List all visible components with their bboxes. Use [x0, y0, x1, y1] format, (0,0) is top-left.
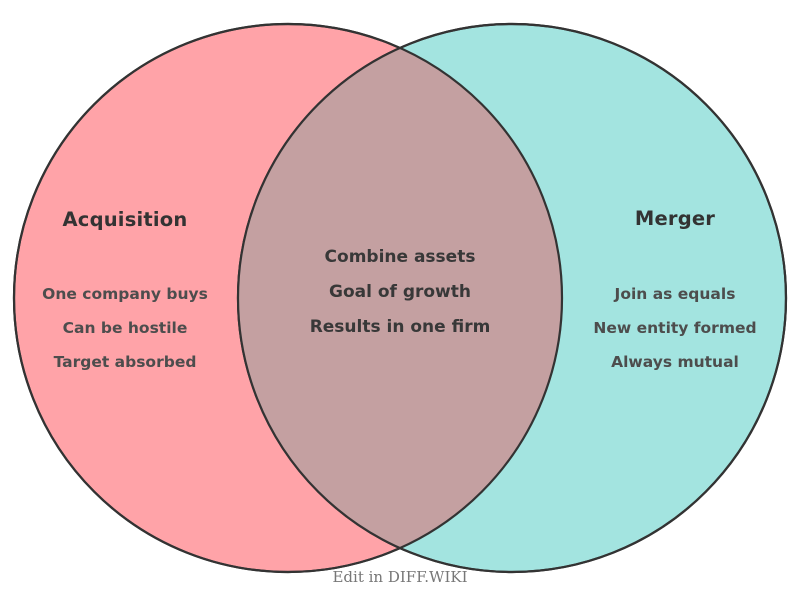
venn-intersection-lens[interactable] [238, 24, 786, 572]
venn-circle-left-outline [12, 22, 564, 574]
edit-in-diff-wiki-link[interactable]: Edit in DIFF.WIKI [332, 568, 468, 586]
venn-circle-right-outline [236, 22, 788, 574]
